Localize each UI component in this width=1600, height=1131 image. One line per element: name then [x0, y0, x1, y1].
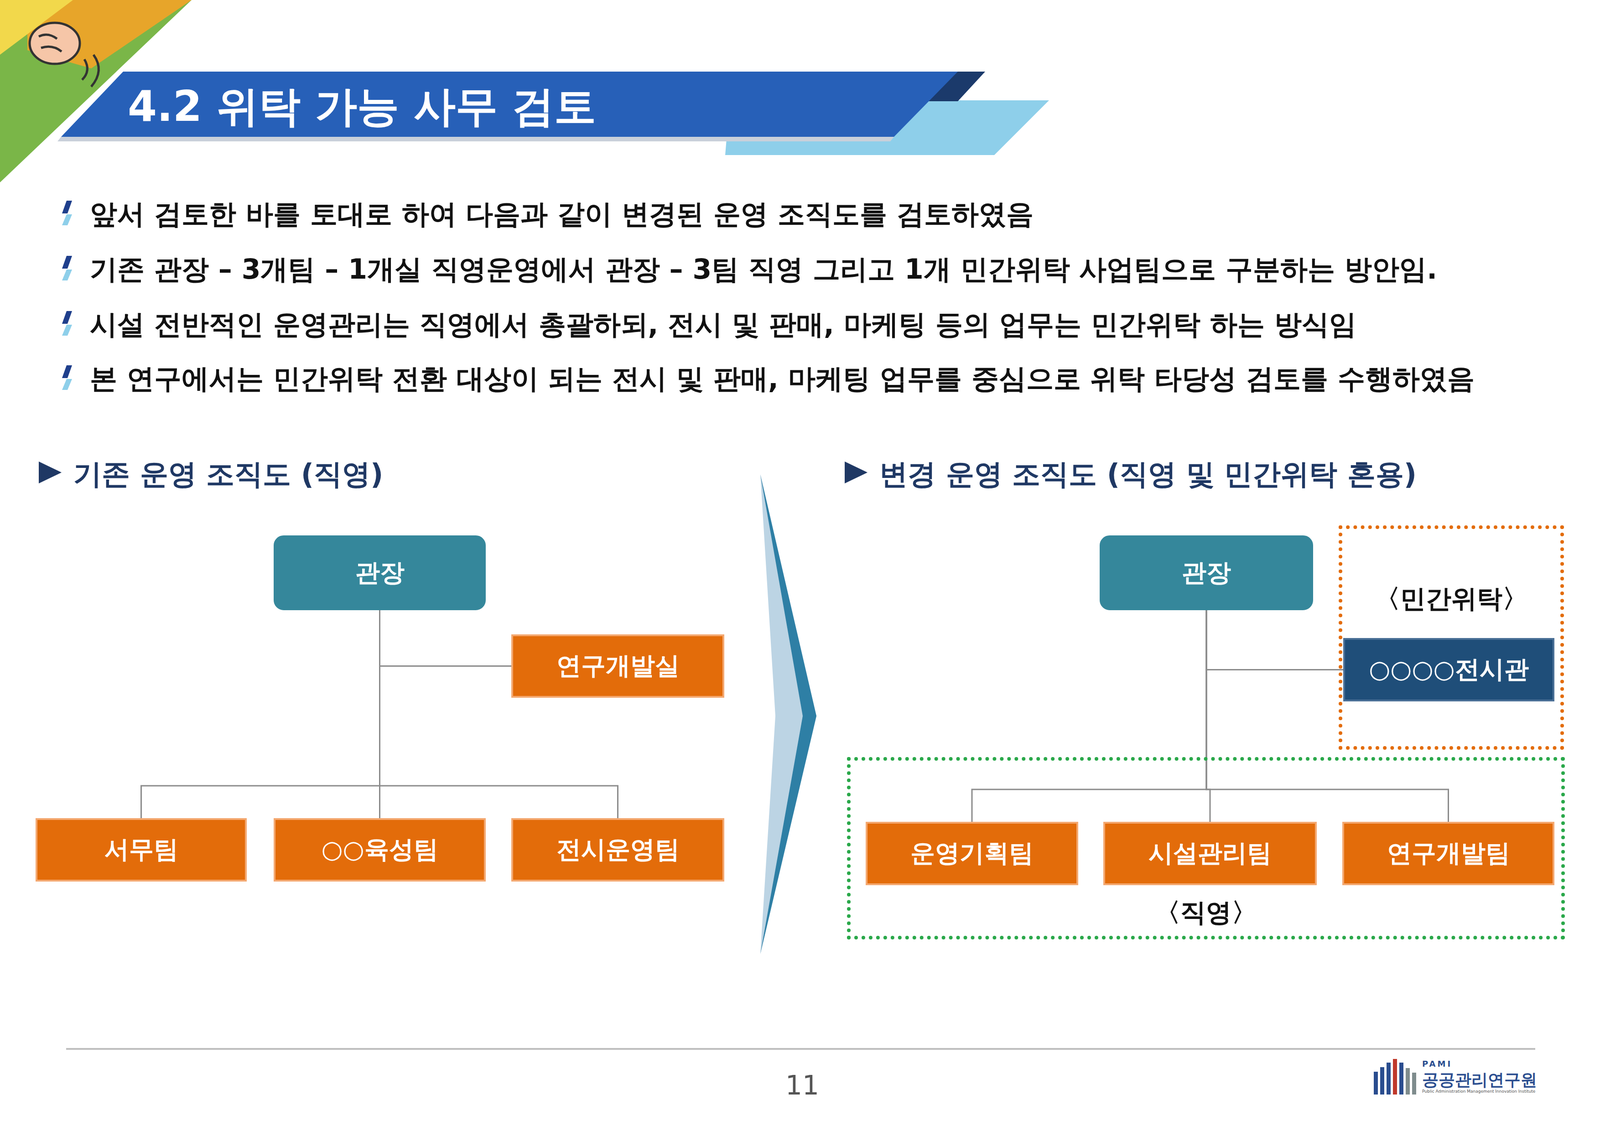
footer-rule	[66, 1048, 1536, 1050]
box-label: ○○○○전시관	[1368, 653, 1529, 687]
logo-name: 공공관리연구원	[1422, 1069, 1538, 1092]
director-box: 관장	[1099, 535, 1314, 611]
exhibition-box: ○○○○전시관	[1343, 638, 1555, 702]
box-label: 운영기획팀	[910, 836, 1034, 871]
page-number: 11	[785, 1070, 820, 1102]
logo-mark: PAMI	[1422, 1059, 1453, 1069]
team-box: 서무팀	[35, 818, 247, 882]
logo-subtitle: Public Administration Management Innovat…	[1422, 1089, 1536, 1094]
region-heading: 〈민간위탁〉	[1342, 581, 1561, 617]
box-label: ○○육성팀	[321, 833, 438, 867]
bullet-text: 앞서 검토한 바를 토대로 하여 다음과 같이 변경된 운영 조직도를 검토하였…	[89, 196, 1034, 234]
outsourced-region: 〈민간위탁〉 ○○○○전시관	[1338, 525, 1564, 750]
team-box: 연구개발팀	[1342, 821, 1555, 886]
box-label: 서무팀	[104, 833, 179, 867]
team-box: 연구개발실	[511, 634, 725, 698]
section-triangle	[38, 461, 62, 484]
team-box: ○○육성팀	[273, 818, 486, 882]
team-box: 시설관리팀	[1103, 821, 1317, 886]
box-label: 시설관리팀	[1148, 836, 1272, 871]
bullet-marks	[62, 200, 73, 390]
section-heading: 변경 운영 조직도 (직영 및 민간위탁 혼용)	[879, 455, 1417, 494]
bullet-text: 본 연구에서는 민간위탁 전환 대상이 되는 전시 및 판매, 마케팅 업무를 …	[89, 360, 1475, 398]
direct-region: 〈직영〉 운영기획팀 시설관리팀 연구개발팀	[846, 757, 1565, 940]
title-banner	[61, 71, 958, 137]
org-connector	[971, 610, 1207, 822]
section-triangle	[844, 461, 868, 484]
box-label: 연구개발팀	[1387, 836, 1511, 871]
section-heading: 기존 운영 조직도 (직영)	[73, 455, 384, 494]
transition-chevron-edge	[760, 474, 817, 717]
page-title: 4.2 위탁 가능 사무 검토	[127, 78, 597, 136]
handshake-icon	[29, 22, 99, 87]
transition-chevron	[760, 474, 817, 955]
team-box: 전시운영팀	[511, 818, 725, 882]
org-connector	[141, 610, 380, 819]
banner-shadow	[57, 136, 894, 142]
box-label: 관장	[355, 556, 405, 590]
box-label: 관장	[1181, 556, 1232, 590]
team-box: 운영기획팀	[865, 821, 1079, 886]
transition-chevron-edge	[760, 716, 817, 955]
org-connector	[1206, 610, 1344, 671]
box-label: 연구개발실	[556, 649, 680, 683]
org-connector	[379, 610, 512, 667]
director-box: 관장	[273, 535, 486, 611]
region-heading: 〈직영〉	[850, 895, 1562, 931]
box-label: 전시운영팀	[556, 833, 680, 867]
logo-bars	[1373, 1059, 1417, 1095]
bullet-text: 시설 전반적인 운영관리는 직영에서 총괄하되, 전시 및 판매, 마케팅 등의…	[89, 306, 1357, 344]
bullet-text: 기존 관장 – 3개팀 – 1개실 직영운영에서 관장 – 3팀 직영 그리고 …	[89, 251, 1438, 289]
